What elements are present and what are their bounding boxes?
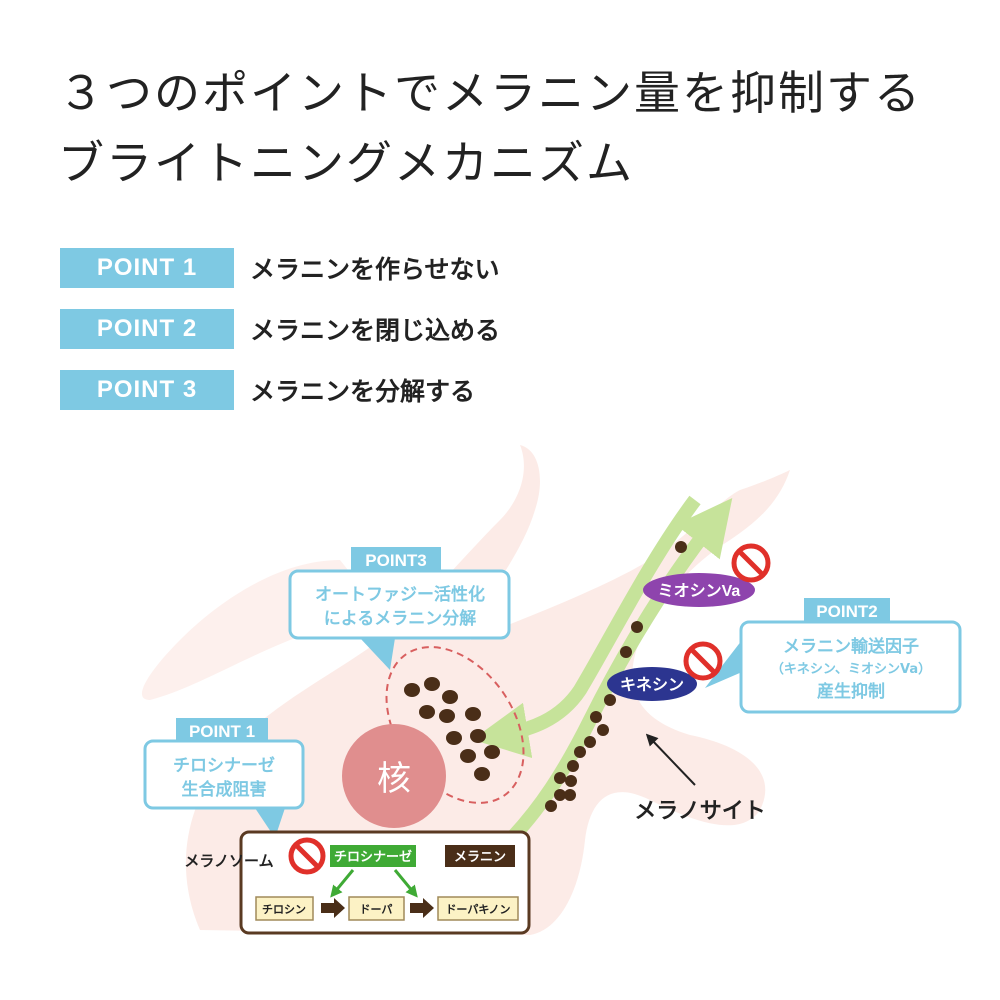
step-arrow-icon xyxy=(321,898,345,918)
myosin-label-bg xyxy=(643,573,755,607)
point1-tag: POINT 1 xyxy=(189,722,255,741)
title-line-2: ブライトニングメカニズム xyxy=(58,136,634,190)
point2-callout: POINT2 メラニン輸送因子 （キネシン、ミオシンVa） 産生抑制 xyxy=(705,598,962,714)
point3-line2: によるメラニン分解 xyxy=(324,608,477,629)
step-box-3 xyxy=(437,896,519,921)
step-label-2: ドーパ xyxy=(360,903,393,916)
point2-line1: メラニン輸送因子 xyxy=(783,636,919,657)
point-row-1: POINT 1 メラニンを作らせない xyxy=(60,248,500,288)
point-badge-1: POINT 1 xyxy=(60,248,234,288)
point1-callout: POINT 1 チロシナーゼ 生合成阻害 xyxy=(143,718,305,838)
step-box-2 xyxy=(348,896,405,921)
prohibit-icon xyxy=(731,543,771,583)
prohibit-icon xyxy=(288,837,326,875)
prohibit-icon xyxy=(683,641,723,681)
autophagy-region xyxy=(385,646,525,804)
nucleus-circle xyxy=(342,724,446,828)
point-badge-2: POINT 2 xyxy=(60,309,234,349)
title-line-1: ３つのポイントでメラニン量を抑制する xyxy=(58,66,922,120)
step-label-1: チロシン xyxy=(262,903,306,916)
step-arrow-icon xyxy=(410,898,434,918)
point2-line3: 産生抑制 xyxy=(817,681,885,702)
point2-line2: （キネシン、ミオシンVa） xyxy=(771,661,931,677)
point3-tag: POINT3 xyxy=(365,551,426,570)
point1-line1: チロシナーゼ xyxy=(173,755,275,776)
autophagy-melanin-granules xyxy=(404,677,500,781)
myosin-label: ミオシンVa xyxy=(658,582,741,600)
return-arrow xyxy=(472,495,701,759)
step-label-3: ドーパキノン xyxy=(445,903,510,916)
point1-line2: 生合成阻害 xyxy=(182,779,267,800)
dendrite-melanin-granules xyxy=(545,541,687,812)
point-text-3: メラニンを分解する xyxy=(250,377,476,406)
point-list: POINT 1 メラニンを作らせない POINT 2 メラニンを閉じ込める PO… xyxy=(60,248,500,431)
point-text-1: メラニンを作らせない xyxy=(250,255,500,284)
point-row-3: POINT 3 メラニンを分解する xyxy=(60,370,500,410)
point-text-2: メラニンを閉じ込める xyxy=(250,316,501,345)
nucleus-label: 核 xyxy=(377,759,411,799)
melanocyte-label: メラノサイト xyxy=(634,799,766,824)
kinesin-label-bg xyxy=(607,667,697,701)
point2-tag: POINT2 xyxy=(816,602,877,621)
melanin-label: メラニン xyxy=(454,849,506,864)
point3-callout: POINT3 オートファジー活性化 によるメラニン分解 xyxy=(288,547,511,670)
tyrosinase-label: チロシナーゼ xyxy=(334,849,412,864)
kinesin-label: キネシン xyxy=(620,676,684,694)
melanosome-box: メラノソーム チロシナーゼ メラニン チロシン ドーパ ドーパキノン xyxy=(184,830,531,935)
point3-line1: オートファジー活性化 xyxy=(315,584,485,605)
point-row-2: POINT 2 メラニンを閉じ込める xyxy=(60,309,500,349)
point-badge-3: POINT 3 xyxy=(60,370,234,410)
melanosome-label: メラノソーム xyxy=(184,852,273,870)
melanocyte-pointer xyxy=(645,733,696,786)
step-box-1 xyxy=(255,896,314,921)
page-title: ３つのポイントでメラニン量を抑制する ブライトニングメカニズム xyxy=(58,58,922,198)
